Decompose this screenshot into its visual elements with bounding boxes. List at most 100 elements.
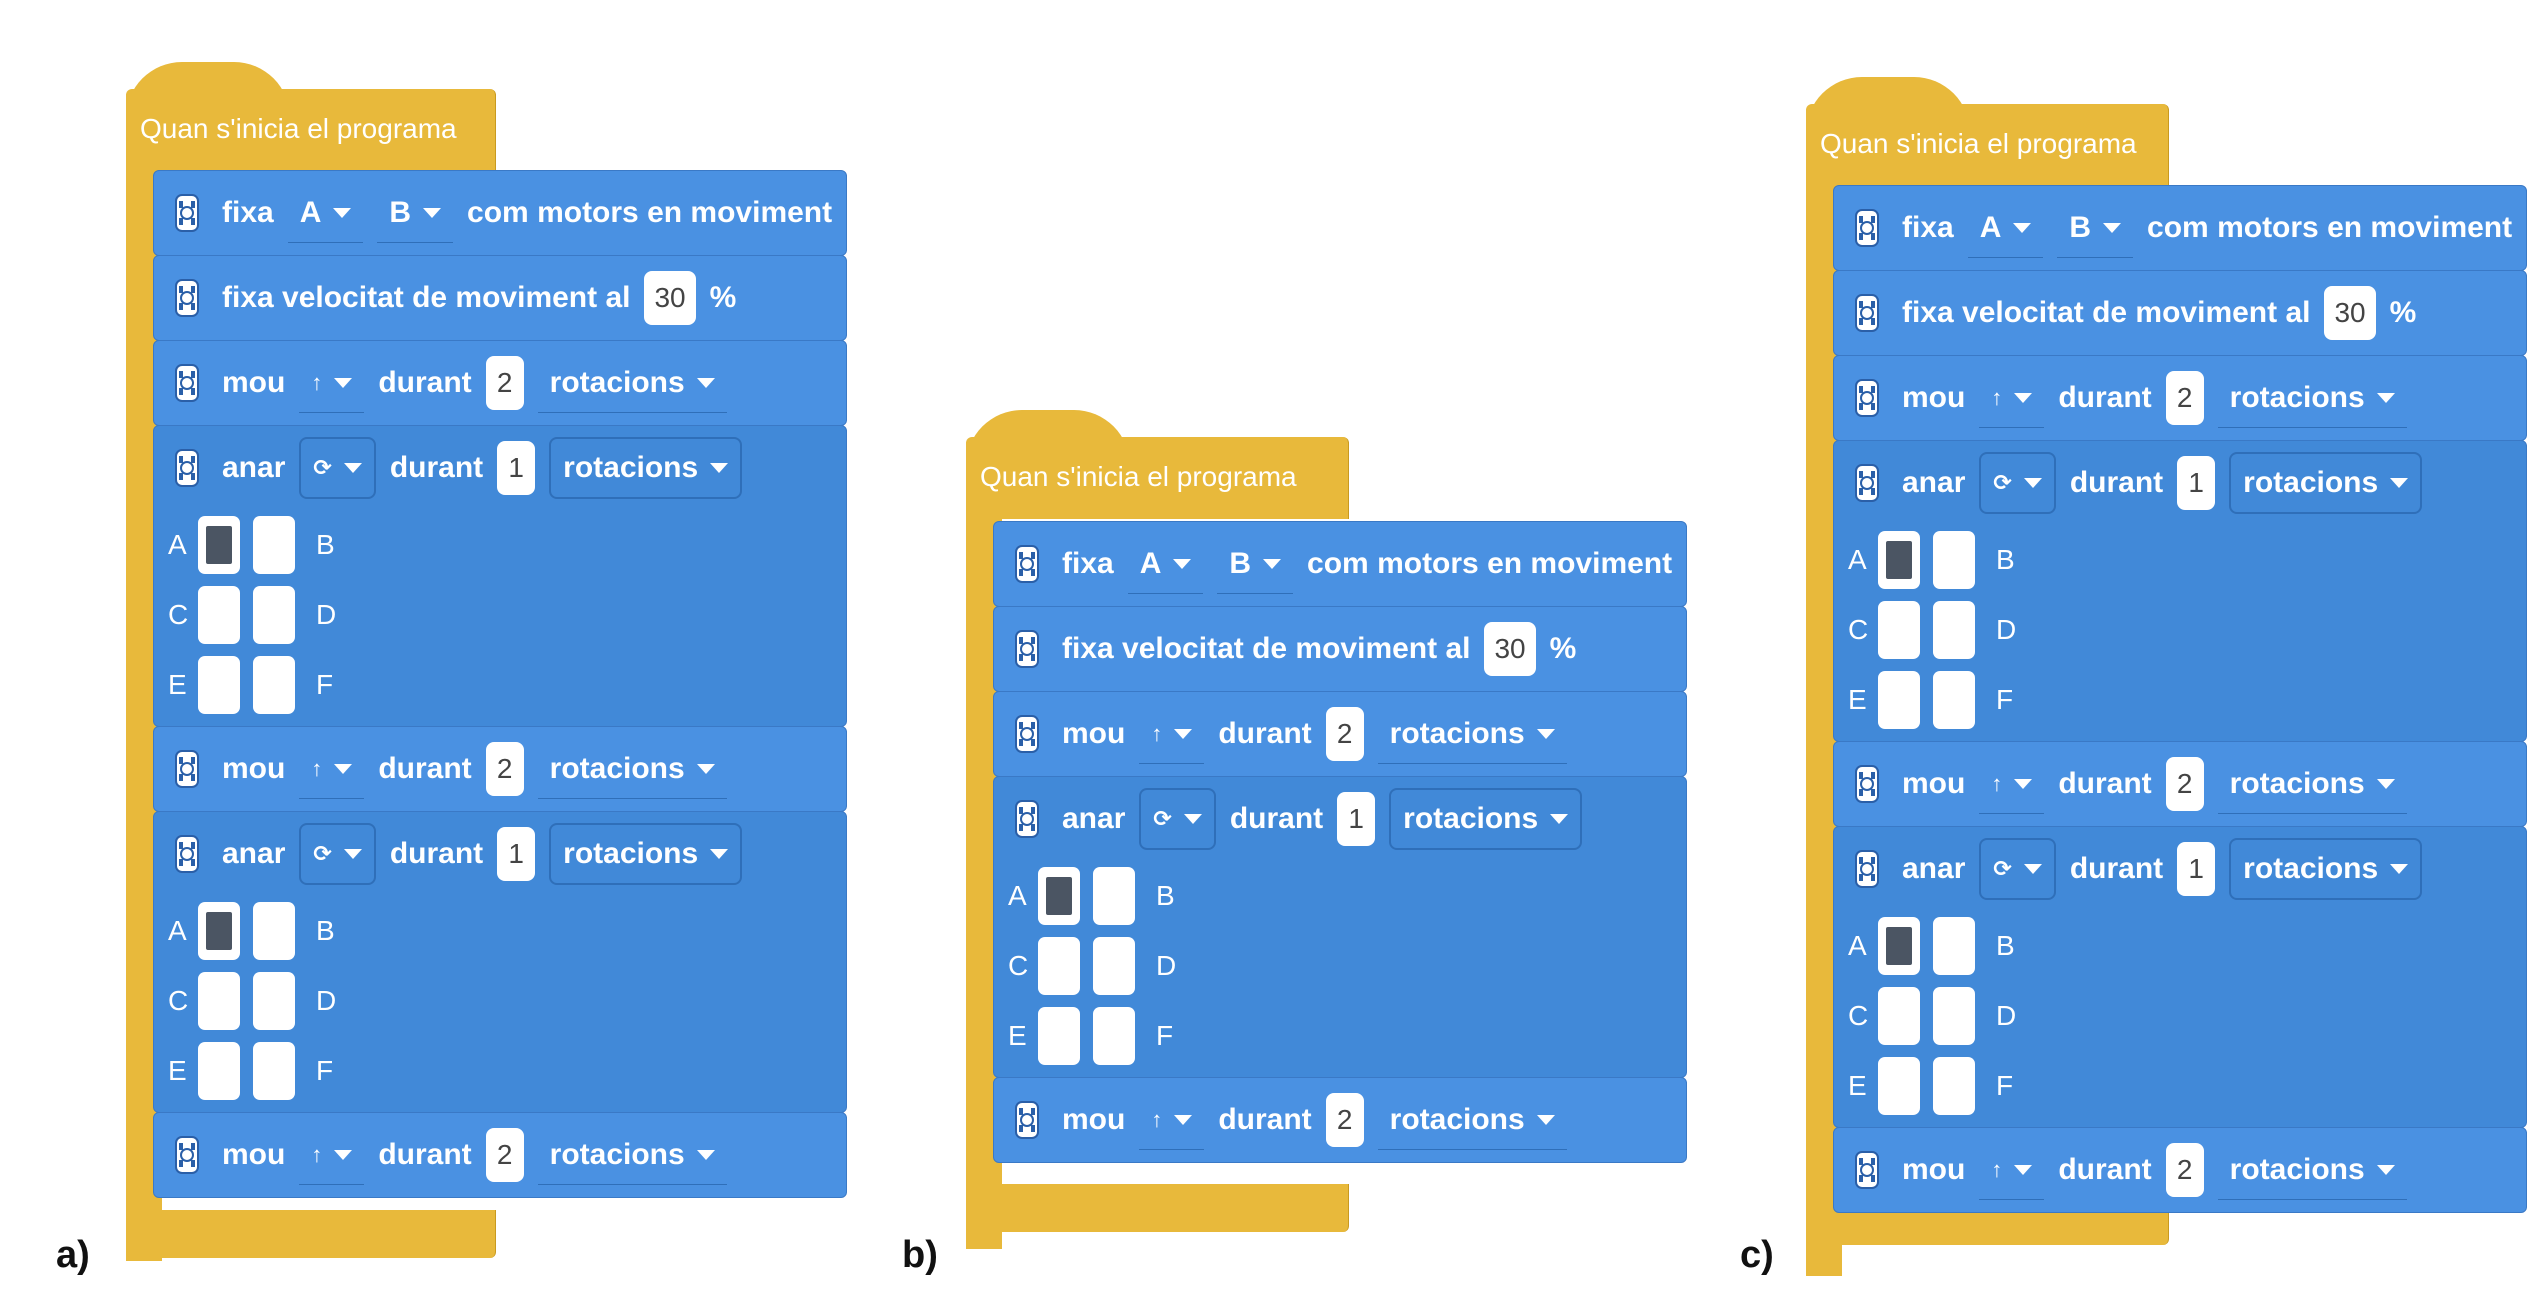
port-dropdown-2[interactable]: B [377, 184, 454, 243]
unit-dropdown[interactable]: rotacions [2217, 1141, 2407, 1200]
direction-dropdown[interactable]: ⟳ [1979, 452, 2056, 514]
unit-dropdown[interactable]: rotacions [537, 354, 727, 413]
port-cell[interactable] [1093, 867, 1135, 925]
unit-dropdown[interactable]: rotacions [1377, 1091, 1567, 1150]
port-cell[interactable] [253, 586, 295, 644]
speed-input[interactable]: 30 [1484, 622, 1536, 676]
direction-dropdown[interactable]: ↑ [1979, 755, 2045, 814]
amount-input[interactable]: 1 [1337, 792, 1376, 846]
port-cell[interactable] [1038, 1007, 1080, 1065]
unit-dropdown[interactable]: rotacions [2217, 369, 2407, 428]
port-cell[interactable] [253, 516, 295, 574]
amount-input[interactable]: 2 [1325, 707, 1364, 761]
amount-input[interactable]: 1 [497, 827, 536, 881]
direction-dropdown[interactable]: ⟳ [1139, 788, 1216, 850]
direction-dropdown[interactable]: ⟳ [1979, 838, 2056, 900]
amount-input[interactable]: 2 [1325, 1093, 1364, 1147]
port-cell[interactable] [1878, 917, 1920, 975]
port-dropdown-2[interactable]: B [2057, 199, 2134, 258]
port-cell[interactable] [198, 972, 240, 1030]
port-cell[interactable] [1933, 1057, 1975, 1115]
port-cell[interactable] [253, 656, 295, 714]
speed-input[interactable]: 30 [644, 271, 696, 325]
port-cell[interactable] [1933, 671, 1975, 729]
direction-dropdown[interactable]: ↑ [299, 740, 365, 799]
amount-input[interactable]: 1 [2177, 842, 2216, 896]
unit-dropdown[interactable]: rotacions [549, 823, 743, 885]
amount-input[interactable]: 2 [485, 1128, 524, 1182]
unit-dropdown[interactable]: rotacions [1377, 705, 1567, 764]
port-cell[interactable] [1933, 531, 1975, 589]
port-cell[interactable] [253, 1042, 295, 1100]
port-cell[interactable] [198, 586, 240, 644]
port-cell[interactable] [198, 656, 240, 714]
hat-block[interactable]: Quan s'inicia el programa [126, 89, 496, 171]
direction-dropdown[interactable]: ↑ [1139, 705, 1205, 764]
direction-dropdown[interactable]: ↑ [1139, 1091, 1205, 1150]
port-cell[interactable] [1038, 937, 1080, 995]
direction-dropdown[interactable]: ↑ [299, 1126, 365, 1185]
port-cell[interactable] [198, 1042, 240, 1100]
direction-dropdown[interactable]: ⟳ [299, 437, 376, 499]
amount-input[interactable]: 2 [485, 742, 524, 796]
port-cell[interactable] [253, 902, 295, 960]
port-cell[interactable] [1878, 531, 1920, 589]
amount-input[interactable]: 1 [497, 441, 536, 495]
amount-input[interactable]: 2 [2165, 757, 2204, 811]
amount-input[interactable]: 1 [2177, 456, 2216, 510]
port-cell[interactable] [1878, 671, 1920, 729]
port-cell[interactable] [198, 516, 240, 574]
unit-dropdown[interactable]: rotacions [2229, 838, 2423, 900]
direction-dropdown[interactable]: ↑ [299, 354, 365, 413]
hat-block[interactable]: Quan s'inicia el programa [1806, 104, 2169, 186]
direction-dropdown[interactable]: ⟳ [299, 823, 376, 885]
port-cell[interactable] [1038, 867, 1080, 925]
unit-dropdown[interactable]: rotacions [2217, 755, 2407, 814]
unit-dropdown[interactable]: rotacions [537, 740, 727, 799]
unit-dropdown[interactable]: rotacions [1389, 788, 1583, 850]
port-cell[interactable] [1093, 1007, 1135, 1065]
amount-input[interactable]: 2 [2165, 1143, 2204, 1197]
port-cell[interactable] [198, 902, 240, 960]
port-cell[interactable] [1933, 987, 1975, 1045]
unit-dropdown[interactable]: rotacions [537, 1126, 727, 1185]
unit-dropdown[interactable]: rotacions [2229, 452, 2423, 514]
port-cell[interactable] [1878, 601, 1920, 659]
amount-input[interactable]: 2 [2165, 371, 2204, 425]
port-dropdown-1[interactable]: A [287, 184, 364, 243]
port-cell[interactable] [253, 972, 295, 1030]
amount-input[interactable]: 2 [485, 356, 524, 410]
unit-dropdown[interactable]: rotacions [549, 437, 743, 499]
port-dropdown-1[interactable]: A [1127, 535, 1204, 594]
hat-block[interactable]: Quan s'inicia el programa [966, 437, 1349, 519]
direction-dropdown[interactable]: ↑ [1979, 1141, 2045, 1200]
port-cell[interactable] [1933, 601, 1975, 659]
port-cell[interactable] [1093, 937, 1135, 995]
port-cell[interactable] [1878, 1057, 1920, 1115]
port-dropdown-2[interactable]: B [1217, 535, 1294, 594]
speed-input[interactable]: 30 [2324, 286, 2376, 340]
port-cell[interactable] [1878, 987, 1920, 1045]
port-cell[interactable] [1933, 917, 1975, 975]
direction-dropdown[interactable]: ↑ [1979, 369, 2045, 428]
port-dropdown-1[interactable]: A [1967, 199, 2044, 258]
